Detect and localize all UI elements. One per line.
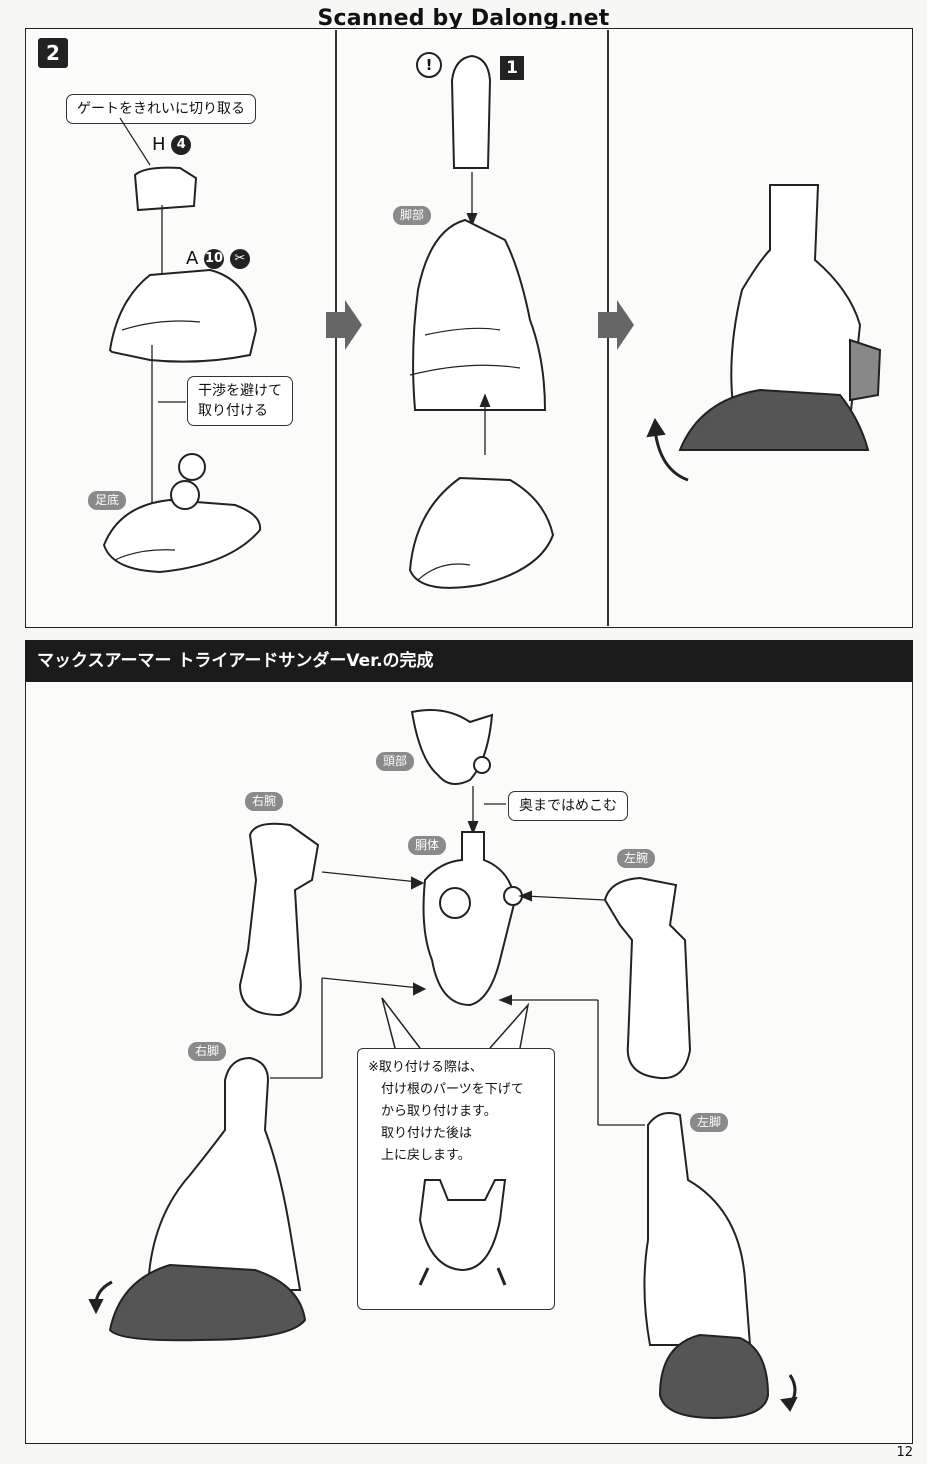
note-line-5: 上に戻します。	[381, 1148, 471, 1163]
part-h-illustration	[133, 166, 198, 212]
part-a-number: 10	[204, 249, 225, 269]
step-number-badge: 2	[38, 38, 68, 68]
completion-title: マックスアーマー トライアードサンダーVer.の完成	[25, 640, 913, 682]
sub-step-number: 1	[500, 56, 524, 80]
right-arm-label: 右腕	[245, 792, 284, 811]
left-leg-illustration	[643, 1112, 752, 1346]
avoid-callout-line-1: 干渉を避けて	[198, 383, 282, 399]
foot-base-label: 足底	[88, 491, 127, 510]
leg-upper-part-illustration	[450, 54, 492, 169]
part-a-code: A 10 ✂	[186, 248, 250, 269]
part-h-code: H 4	[152, 134, 192, 155]
note-line-3: から取り付けます。	[381, 1104, 497, 1119]
gate-leader-line	[119, 117, 151, 166]
caution-icon: !	[416, 52, 442, 78]
avoid-interference-callout: 干渉を避けて 取り付ける	[187, 376, 293, 426]
left-arm-illustration	[603, 876, 692, 1080]
nipper-icon: ✂	[229, 249, 250, 269]
part-h-number: 4	[171, 135, 192, 155]
note-line-2: 付け根のパーツを下げて	[381, 1082, 524, 1097]
rotate-arrow-step2	[653, 429, 689, 482]
part-a-illustration	[108, 268, 258, 363]
torso-illustration	[422, 831, 517, 1007]
flow-arrow-1	[326, 300, 362, 350]
left-leg-label: 左脚	[690, 1113, 729, 1132]
part-a-letter: A	[186, 248, 199, 269]
right-leg-illustration	[146, 1056, 302, 1291]
part-h-letter: H	[152, 134, 166, 155]
insert-fully-callout: 奥まではめこむ	[508, 791, 628, 821]
avoid-callout-line-2: 取り付ける	[198, 403, 268, 419]
leg-illustration	[412, 218, 547, 411]
right-arm-illustration	[238, 822, 320, 1017]
foot-base-illustration	[102, 498, 262, 574]
gate-callout: ゲートをきれいに切り取る	[66, 94, 256, 124]
watermark: Scanned by Dalong.net	[317, 6, 610, 31]
completed-leg-illustration	[730, 184, 862, 421]
left-leg-sole	[658, 1333, 770, 1420]
left-arm-label: 左腕	[617, 849, 656, 868]
note-line-1: ※取り付ける際は、	[368, 1060, 483, 1075]
head-illustration	[410, 709, 494, 785]
torso-label: 胴体	[408, 836, 447, 855]
right-leg-sole	[108, 1263, 307, 1342]
head-label: 頭部	[376, 752, 415, 771]
completed-leg-sole	[678, 388, 870, 451]
page-number: 12	[896, 1445, 913, 1460]
note-line-4: 取り付けた後は	[381, 1126, 473, 1141]
right-leg-label: 右脚	[188, 1042, 227, 1061]
leg-label: 脚部	[393, 206, 432, 225]
flow-arrow-2	[598, 300, 634, 350]
note-torso-illustration	[418, 1179, 507, 1272]
foot-assembly-illustration	[408, 476, 555, 589]
